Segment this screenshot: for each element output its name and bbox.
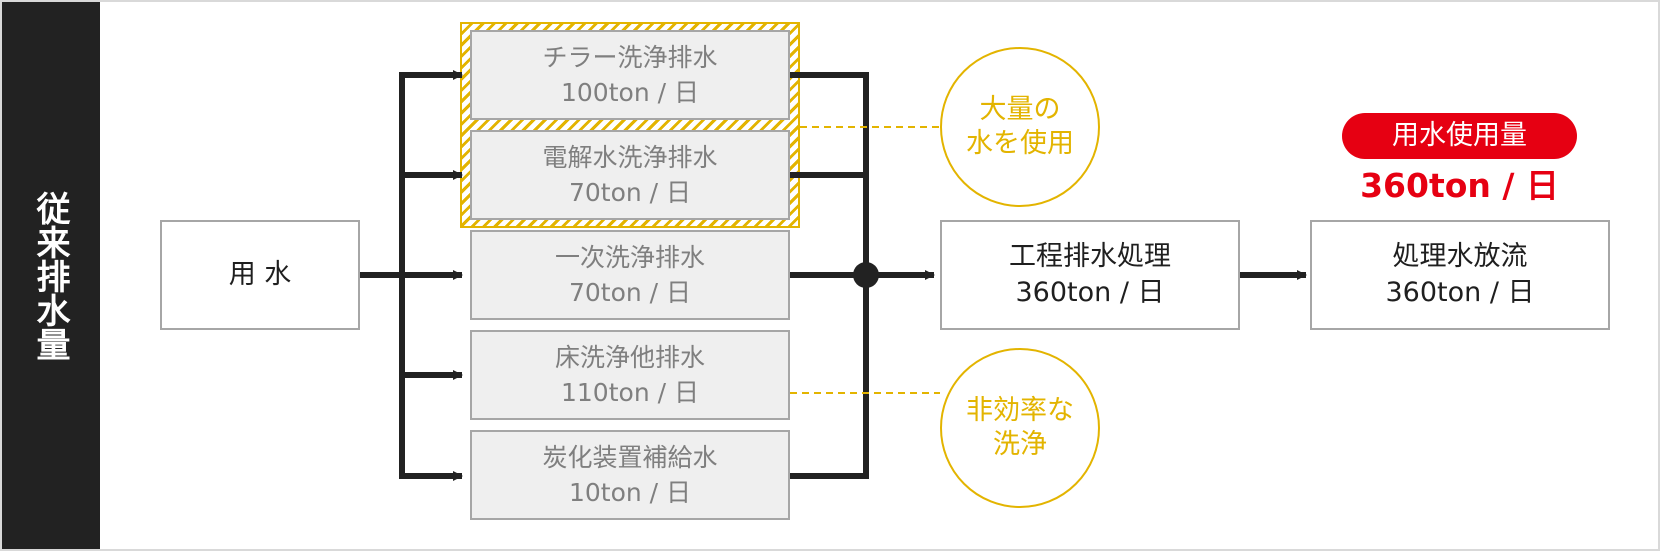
stream-box-electrolyzed-water-wash: 電解水洗浄排水 70ton / 日 bbox=[470, 130, 790, 220]
stream-amount: 70ton / 日 bbox=[568, 278, 692, 307]
stream-amount: 100ton / 日 bbox=[561, 78, 699, 107]
callout-line: 水を使用 bbox=[966, 128, 1074, 159]
callout-line: 大量の bbox=[979, 94, 1061, 125]
usage-total: 360ton / 日 bbox=[1360, 166, 1559, 205]
discharge-box: 処理水放流 360ton / 日 bbox=[1310, 220, 1610, 330]
usage-label-badge: 用水使用量 bbox=[1342, 113, 1577, 159]
stream-name: 炭化装置補給水 bbox=[542, 443, 718, 472]
callout-line: 非効率な bbox=[966, 395, 1074, 426]
stream-amount: 10ton / 日 bbox=[568, 478, 692, 507]
stream-box-primary-wash: 一次洗浄排水 70ton / 日 bbox=[470, 230, 790, 320]
stream-name: 床洗浄他排水 bbox=[554, 343, 705, 372]
stream-amount: 70ton / 日 bbox=[568, 178, 692, 207]
stream-box-carbonizer-makeup: 炭化装置補給水 10ton / 日 bbox=[470, 430, 790, 520]
treatment-name: 工程排水処理 bbox=[1009, 241, 1171, 272]
callout-large-water: 大量の 水を使用 bbox=[940, 47, 1100, 207]
callout-line: 洗浄 bbox=[993, 429, 1047, 460]
callout-inefficient-wash: 非効率な 洗浄 bbox=[940, 348, 1100, 508]
treatment-amount: 360ton / 日 bbox=[1015, 277, 1165, 308]
treatment-box: 工程排水処理 360ton / 日 bbox=[940, 220, 1240, 330]
source-water-label: 用 水 bbox=[228, 259, 292, 290]
stream-name: 電解水洗浄排水 bbox=[542, 143, 718, 172]
side-title: 従来排水量 bbox=[30, 190, 70, 361]
stream-box-chiller-wash: チラー洗浄排水 100ton / 日 bbox=[470, 30, 790, 120]
stream-name: チラー洗浄排水 bbox=[542, 43, 718, 72]
stream-box-floor-wash: 床洗浄他排水 110ton / 日 bbox=[470, 330, 790, 420]
discharge-name: 処理水放流 bbox=[1392, 241, 1528, 272]
discharge-amount: 360ton / 日 bbox=[1385, 277, 1535, 308]
source-water-box: 用 水 bbox=[160, 220, 360, 330]
stream-amount: 110ton / 日 bbox=[561, 378, 699, 407]
side-title-band: 従来排水量 bbox=[0, 0, 100, 551]
stream-name: 一次洗浄排水 bbox=[554, 243, 705, 272]
